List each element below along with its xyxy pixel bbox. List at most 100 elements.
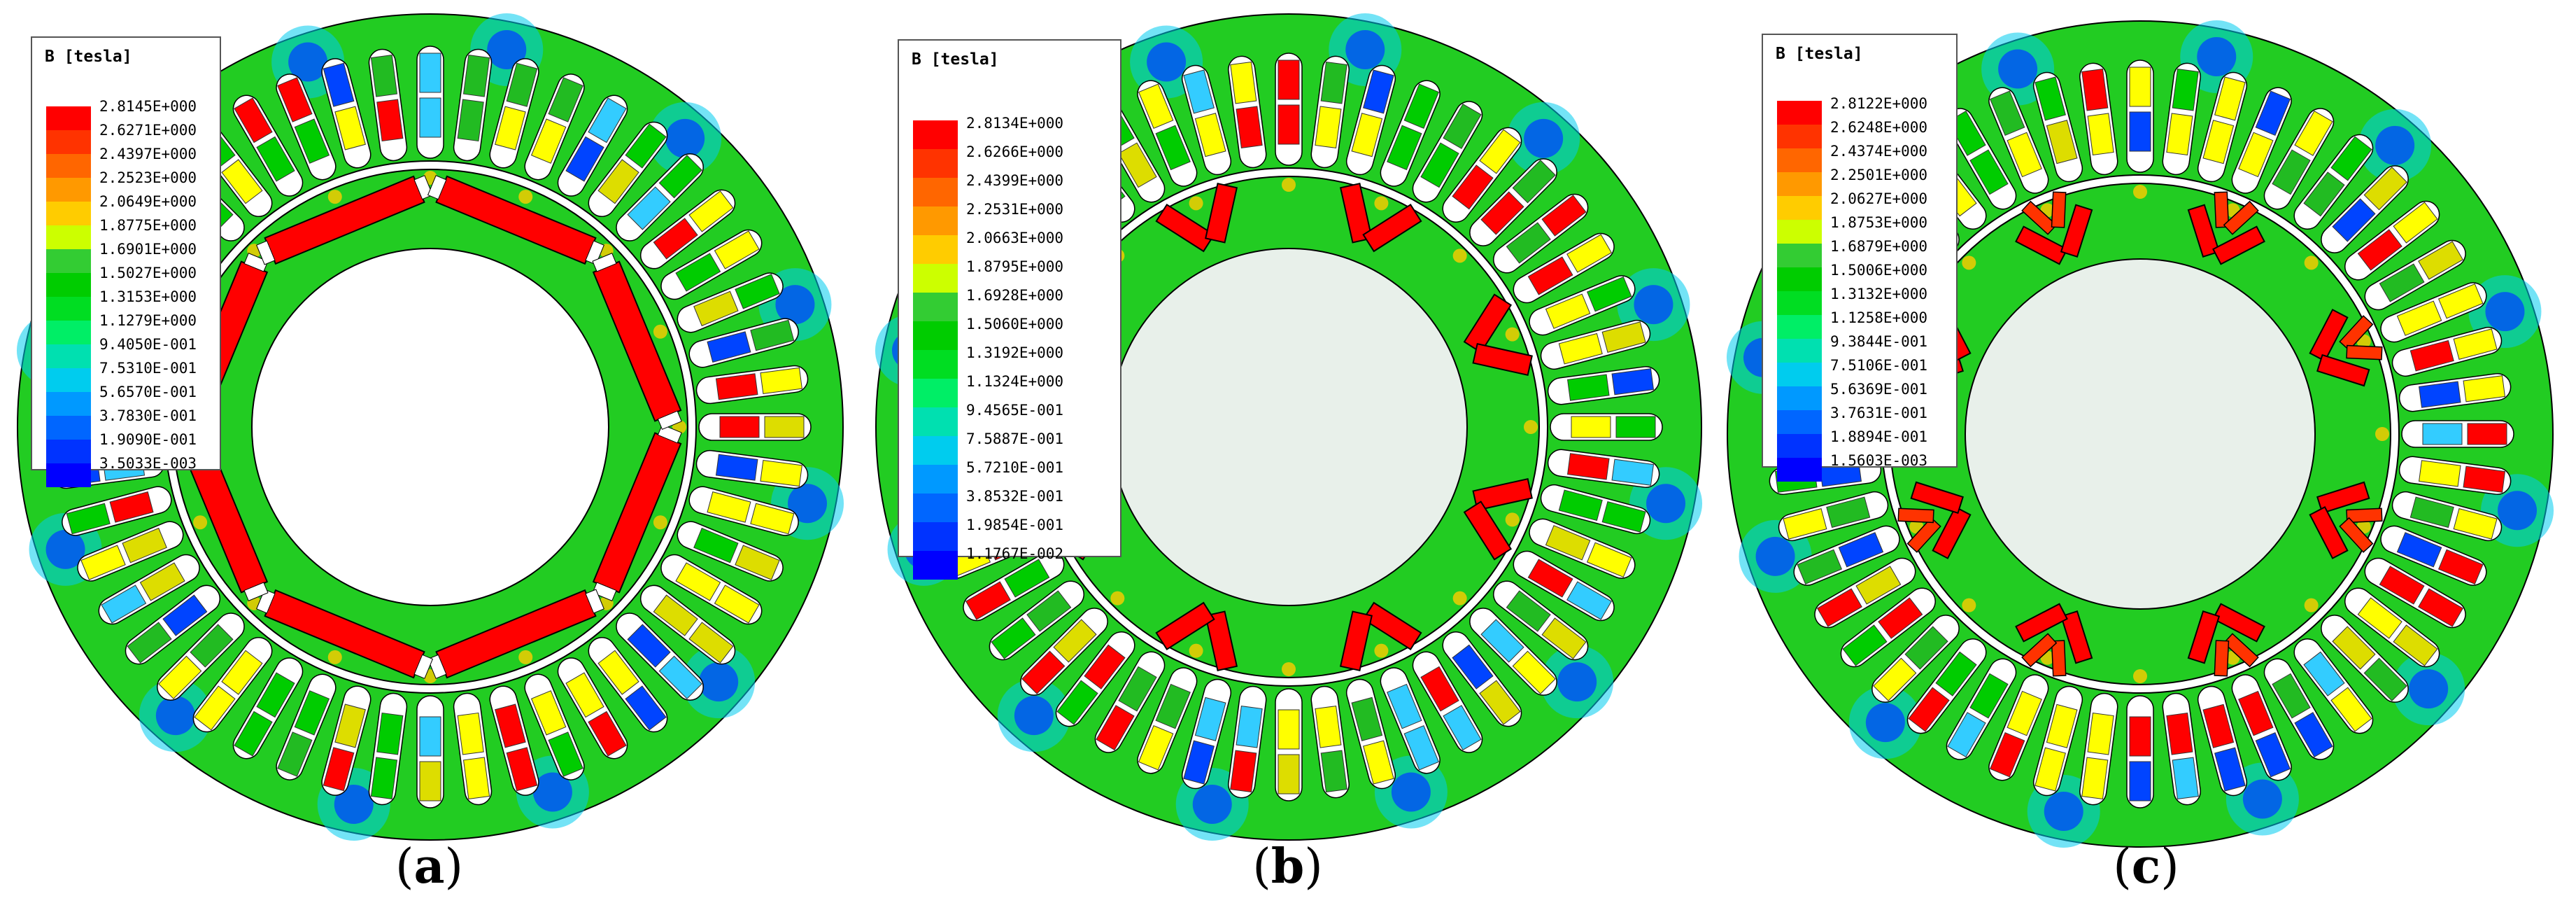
flux-barrier <box>657 424 682 444</box>
flux-barrier <box>427 175 447 200</box>
winding-conductor <box>2087 113 2114 155</box>
magnet-segment <box>2316 354 2370 387</box>
winding-conductor <box>2332 198 2376 242</box>
stator-slot <box>1469 608 1557 696</box>
winding-conductor <box>1443 104 1482 149</box>
winding-conductor <box>1387 125 1422 171</box>
legend-swatch <box>1777 458 1822 482</box>
winding-conductor <box>1363 740 1394 785</box>
magnet-pole <box>1339 183 1422 253</box>
magnet-segment <box>2223 200 2259 235</box>
winding-conductor <box>565 672 604 718</box>
winding-conductor <box>1315 706 1342 748</box>
stator-slot <box>1906 638 1987 734</box>
stator-slot <box>1871 615 1960 703</box>
stator-slot <box>1181 64 1232 176</box>
stator-slot <box>1988 674 2049 781</box>
winding-conductor <box>2166 713 2193 755</box>
flux-barrier <box>243 253 269 272</box>
stator-slot <box>2197 685 2248 797</box>
legend-value: 1.6901E+000 <box>99 241 197 258</box>
legend-swatch <box>46 154 91 178</box>
winding-conductor <box>1545 525 1591 561</box>
stator-slot <box>2321 615 2409 703</box>
stator-slot <box>1442 127 1522 223</box>
flux-min-region <box>532 772 572 812</box>
stator-slot <box>557 94 628 197</box>
winding-conductor <box>2396 300 2442 336</box>
stator-slot <box>276 673 337 780</box>
legend-swatch <box>46 106 91 130</box>
magnet-segment <box>1155 601 1215 651</box>
flux-peak-region <box>1374 196 1389 211</box>
stator-slot <box>588 121 668 218</box>
winding-conductor <box>2437 283 2484 319</box>
stator-slot <box>2126 695 2154 808</box>
legend-value: 9.4565E-001 <box>966 402 1064 419</box>
magnet-pole <box>1463 293 1533 377</box>
legend-value: 2.8122E+000 <box>1830 95 1928 112</box>
stator-slot <box>2344 200 2440 281</box>
winding-conductor <box>1935 651 1977 696</box>
legend-value: 9.4050E-001 <box>99 336 197 353</box>
winding-conductor <box>158 655 202 699</box>
winding-conductor <box>693 527 739 564</box>
flux-barrier <box>585 240 604 265</box>
legend-swatch <box>46 130 91 154</box>
stator-slot <box>1513 550 1615 622</box>
winding-conductor <box>1278 709 1300 750</box>
stator-slot <box>1540 484 1651 535</box>
stator-slot <box>489 685 539 796</box>
winding-conductor <box>1855 566 1902 605</box>
legend-swatch <box>46 249 91 273</box>
winding-conductor <box>370 55 398 97</box>
shaft-hole <box>251 248 609 606</box>
stator-slot <box>1412 101 1483 203</box>
legend-swatch <box>913 407 958 436</box>
stator-slot <box>1228 685 1267 799</box>
winding-conductor <box>419 97 441 138</box>
flux-peak-region <box>327 190 342 204</box>
winding-conductor <box>2214 76 2246 121</box>
legend-swatch <box>1777 291 1822 315</box>
flux-barrier <box>585 589 604 614</box>
winding-conductor <box>760 367 802 395</box>
winding-conductor <box>625 123 667 169</box>
winding-conductor <box>1351 696 1383 741</box>
stator-slot <box>1550 413 1663 441</box>
magnet-pole <box>427 175 604 265</box>
legend-swatch <box>46 368 91 392</box>
winding-conductor <box>109 491 154 523</box>
caption-b: (b) <box>1252 839 1323 895</box>
winding-conductor <box>1084 644 1126 690</box>
winding-conductor <box>234 97 273 144</box>
legend-value: 1.1279E+000 <box>99 312 197 329</box>
magnet-segment <box>1472 343 1533 377</box>
winding-conductor <box>1817 588 1862 627</box>
magnet-pole <box>2187 603 2265 677</box>
winding-conductor <box>1545 293 1591 329</box>
magnet-segment <box>2212 603 2265 643</box>
legend-swatch <box>46 463 91 487</box>
stator-slot <box>2162 692 2201 806</box>
stator-slot <box>698 413 812 441</box>
magnet-segment <box>2214 640 2230 677</box>
stator-slot <box>157 612 245 701</box>
winding-conductor <box>715 373 758 400</box>
winding-conductor <box>2034 747 2066 792</box>
winding-conductor <box>1969 149 2009 195</box>
stator-slot <box>1493 580 1589 661</box>
magnet-segment <box>2346 507 2383 524</box>
winding-conductor <box>2357 597 2402 639</box>
legend-swatch <box>913 436 958 465</box>
flux-barrier <box>256 240 276 265</box>
stator-slot <box>588 636 668 733</box>
stator-slot <box>1540 319 1651 370</box>
magnet-segment <box>1205 610 1238 671</box>
stator-slot <box>453 692 493 806</box>
winding-conductor <box>2437 549 2484 585</box>
winding-conductor <box>2363 167 2407 211</box>
stator-slot <box>276 74 337 181</box>
stator-slot <box>2263 658 2335 760</box>
stator-slot <box>1137 80 1198 187</box>
